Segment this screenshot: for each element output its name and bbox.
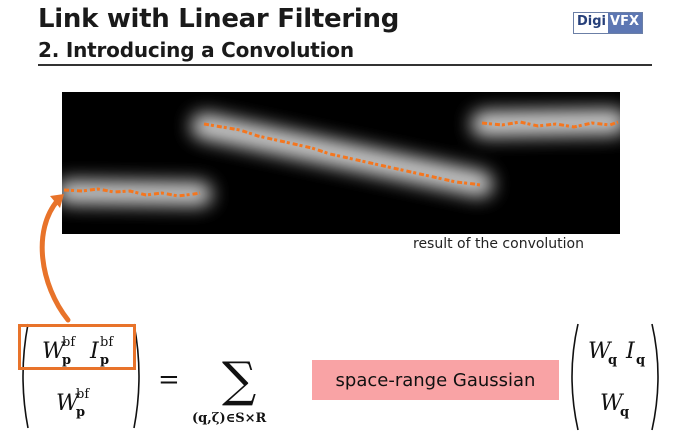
lhs-denominator-w-sub: p xyxy=(76,405,85,420)
lhs-numerator-w-sub: p xyxy=(62,353,71,368)
signal-segments xyxy=(63,120,619,198)
digivfx-logo: Digi VFX xyxy=(573,12,643,34)
lhs-numerator-w: W xyxy=(42,339,67,364)
slide-title: Link with Linear Filtering xyxy=(38,4,399,34)
curved-arrow-icon xyxy=(39,194,71,323)
lhs-numerator-i-sup: bf xyxy=(100,335,114,350)
logo-text-digi: Digi xyxy=(574,13,609,33)
signal-segment-left xyxy=(63,187,201,198)
lhs-denominator-w: W xyxy=(56,391,81,416)
convolution-result-image xyxy=(62,92,620,234)
rhs-top-w-sub: q xyxy=(608,353,617,368)
title-divider xyxy=(38,64,652,66)
rhs-top-i-sub: q xyxy=(636,353,645,368)
summation-index: (q,ζ)∈S×R xyxy=(192,411,267,426)
lhs-numerator-i-sub: p xyxy=(100,353,109,368)
logo-text-vfx: VFX xyxy=(608,13,642,33)
lhs-denominator-w-sup: bf xyxy=(76,387,90,402)
numerator-highlight-box xyxy=(18,324,136,370)
bilateral-filter-equation: W p bf I p bf W p bf = ∑ (q,ζ)∈S×R W q I… xyxy=(22,323,659,431)
summation-symbol: ∑ xyxy=(222,352,256,408)
slide-subtitle: 2. Introducing a Convolution xyxy=(38,38,354,62)
lhs-numerator-i: I xyxy=(89,339,100,364)
space-range-gaussian-box: space-range Gaussian xyxy=(312,360,559,400)
signal-segment-right xyxy=(481,120,619,129)
rhs-bottom-w: W xyxy=(600,391,625,416)
equals-sign: = xyxy=(158,365,180,395)
lhs-numerator-w-sup: bf xyxy=(62,335,76,350)
rhs-bottom-w-sub: q xyxy=(620,405,629,420)
figure-caption: result of the convolution xyxy=(413,236,584,252)
rhs-top-w: W xyxy=(588,339,613,364)
rhs-top-i: I xyxy=(625,339,636,364)
